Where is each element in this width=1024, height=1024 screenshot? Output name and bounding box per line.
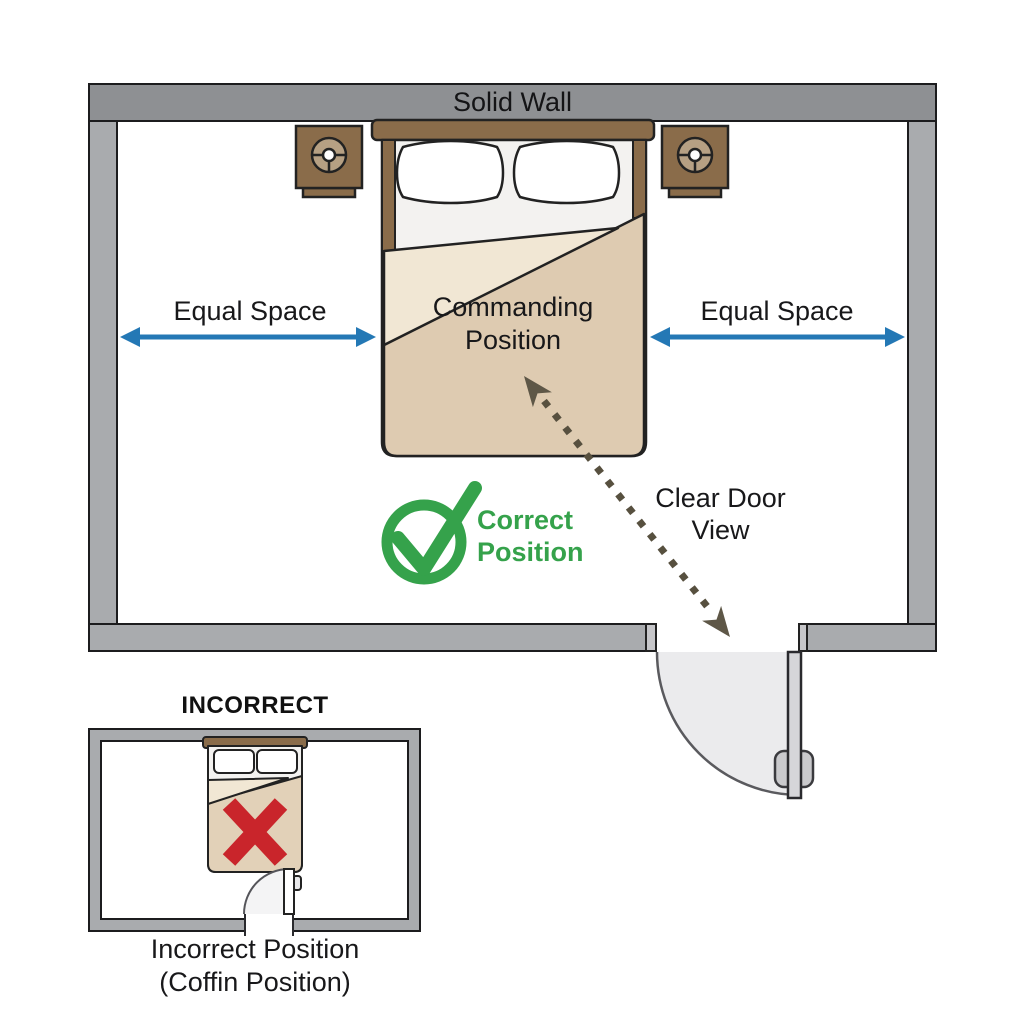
equal-space-label-left: Equal Space [173, 296, 327, 326]
correct-position-label: Correct Position [477, 505, 584, 567]
incorrect-room [88, 728, 421, 936]
solid-wall: Solid Wall [88, 83, 937, 122]
pillow-left [395, 139, 505, 205]
clear-door-view-label: Clear Door View [655, 483, 786, 546]
double-arrow-icon-right [650, 327, 905, 347]
bed-large [370, 118, 656, 458]
nightstand-right [660, 124, 730, 199]
bottom-wall-right [798, 623, 937, 652]
solid-wall-label: Solid Wall [452, 87, 573, 117]
right-wall [907, 120, 937, 652]
door-jamb-left [645, 623, 657, 652]
commanding-position-label: Commanding Position [432, 292, 594, 355]
bed-rail-left [381, 139, 396, 346]
incorrect-title: INCORRECT [181, 692, 329, 719]
double-arrow-icon-left [120, 327, 376, 347]
door-leaf [773, 650, 815, 800]
incorrect-caption-line2: (Coffin Position) [159, 967, 351, 997]
bottom-wall-left [88, 623, 657, 652]
pillow-right [512, 139, 621, 205]
door-knob-icon [773, 749, 815, 789]
left-wall [88, 120, 118, 652]
headboard [370, 118, 656, 142]
incorrect-caption-line1: Incorrect Position [150, 934, 360, 964]
equal-space-label-right: Equal Space [700, 296, 854, 326]
incorrect-room-interior [100, 740, 409, 920]
door-swing-arc [655, 651, 801, 797]
nightstand-left [294, 124, 364, 199]
incorrect-door-opening [244, 914, 294, 936]
bed-rail-right [632, 139, 647, 219]
door-jamb-right [798, 623, 808, 652]
checkmark-circle-icon [381, 481, 482, 585]
